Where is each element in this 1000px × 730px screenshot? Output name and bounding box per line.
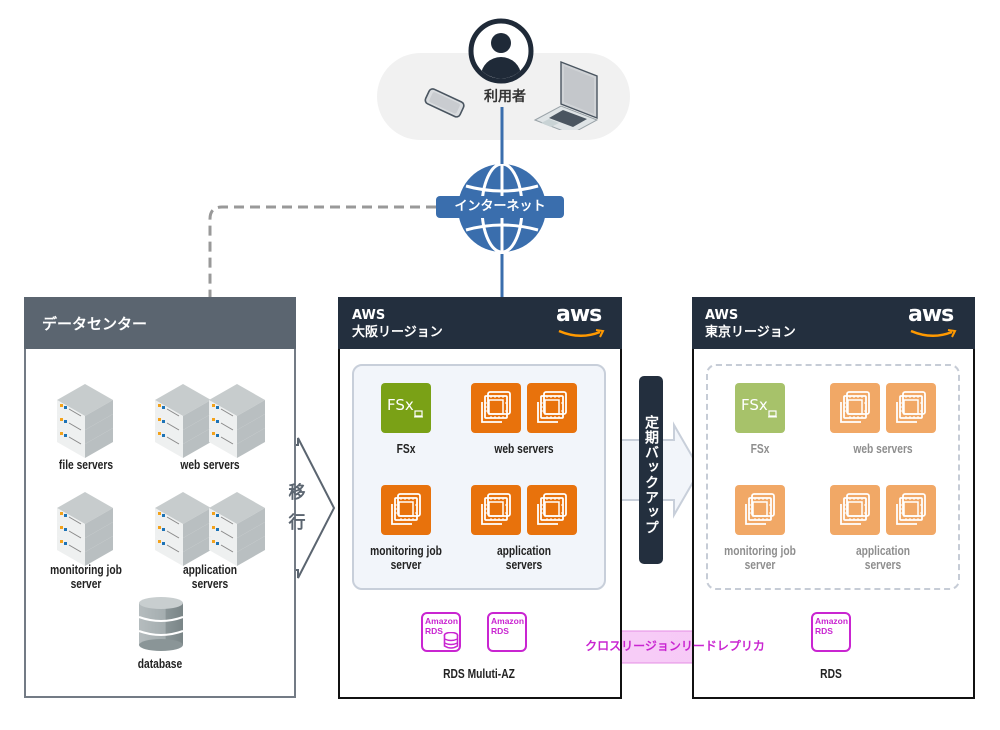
aws-logo-text: aws bbox=[556, 302, 602, 327]
osaka-web-server-ec2-icon bbox=[527, 383, 577, 433]
datacenter-header bbox=[24, 297, 296, 349]
tokyo-web-server-ec2-icon bbox=[886, 383, 936, 433]
fsx-icon-text: FSx bbox=[387, 396, 414, 414]
osaka-application-label-line2: servers bbox=[505, 558, 543, 572]
dc-web-servers-label: web servers bbox=[180, 458, 240, 472]
tokyo-application-label-line2: servers bbox=[864, 558, 902, 572]
osaka-monitoring-label-line2: server bbox=[390, 558, 422, 572]
migration-label: 移 行 bbox=[282, 478, 312, 538]
monitoring-server-icon bbox=[57, 492, 114, 567]
osaka-fsx-icon: FSx bbox=[381, 383, 431, 433]
osaka-web-server-ec2-icon bbox=[471, 383, 521, 433]
aws-logo: aws bbox=[556, 302, 608, 342]
tokyo-vpc-box bbox=[706, 364, 960, 590]
migration-char-1: 移 bbox=[288, 483, 306, 503]
tokyo-monitoring-ec2-icon bbox=[735, 485, 785, 535]
dc-monitoring-label-line1: monitoring job bbox=[50, 563, 122, 577]
tokyo-app-server-ec2-icon bbox=[830, 485, 880, 535]
tokyo-region-title: AWS 東京リージョン bbox=[705, 307, 796, 341]
tokyo-fsx-icon: FSx bbox=[735, 383, 785, 433]
application-server-icon bbox=[209, 492, 266, 567]
tokyo-title-line1: AWS bbox=[705, 308, 739, 323]
tokyo-web-server-ec2-icon bbox=[830, 383, 880, 433]
migration-char-2: 行 bbox=[288, 513, 306, 533]
rds-db-glyph-icon bbox=[443, 632, 459, 649]
laptop-icon bbox=[533, 60, 599, 130]
user-avatar-icon bbox=[468, 18, 534, 84]
tokyo-fsx-label: FSx bbox=[750, 442, 770, 456]
web-server-icon bbox=[155, 384, 212, 459]
backup-label: 定期バックアップ bbox=[639, 376, 663, 564]
osaka-region-title: AWS 大阪リージョン bbox=[352, 307, 443, 341]
aws-smile-icon bbox=[558, 329, 605, 338]
user-label: 利用者 bbox=[484, 89, 526, 105]
application-server-icon bbox=[155, 492, 212, 567]
tokyo-app-server-ec2-icon bbox=[886, 485, 936, 535]
osaka-app-server-ec2-icon bbox=[527, 485, 577, 535]
tokyo-application-label-line1: application bbox=[855, 544, 911, 558]
datacenter-title: データセンター bbox=[42, 315, 148, 333]
smartphone-icon bbox=[424, 88, 465, 118]
dc-database-label: database bbox=[137, 657, 183, 671]
osaka-application-label-line1: application bbox=[496, 544, 552, 558]
osaka-app-server-ec2-icon bbox=[471, 485, 521, 535]
osaka-monitoring-ec2-icon bbox=[381, 485, 431, 535]
aws-logo-text: aws bbox=[908, 302, 954, 327]
osaka-monitoring-label-line1: monitoring job bbox=[370, 544, 442, 558]
web-server-icon bbox=[209, 384, 266, 459]
osaka-rds-label: RDS Muluti-AZ bbox=[443, 667, 515, 681]
osaka-web-servers-label: web servers bbox=[494, 442, 554, 456]
tokyo-title-line2: 東京リージョン bbox=[705, 325, 796, 340]
aws-logo: aws bbox=[908, 302, 960, 342]
dc-application-label-line2: servers bbox=[191, 577, 229, 591]
osaka-fsx-label: FSx bbox=[396, 442, 416, 456]
fsx-icon-text: FSx bbox=[741, 396, 768, 414]
osaka-region-header bbox=[338, 297, 622, 349]
tokyo-web-servers-label: web servers bbox=[853, 442, 913, 456]
osaka-title-line1: AWS bbox=[352, 308, 386, 323]
tokyo-monitoring-label-line1: monitoring job bbox=[724, 544, 796, 558]
aws-smile-icon bbox=[910, 329, 957, 338]
dc-file-servers-label: file servers bbox=[58, 458, 114, 472]
tokyo-monitoring-label-line2: server bbox=[744, 558, 776, 572]
internet-label: インターネット bbox=[436, 196, 564, 218]
tokyo-region-header bbox=[692, 297, 975, 349]
osaka-title-line2: 大阪リージョン bbox=[352, 325, 443, 340]
database-icon bbox=[138, 597, 184, 651]
tokyo-rds-label: RDS bbox=[820, 667, 842, 681]
file-server-icon bbox=[57, 384, 114, 459]
dc-application-label-line1: application bbox=[182, 563, 238, 577]
replica-label: クロスリージョンリードレプリカ bbox=[585, 639, 765, 653]
dc-monitoring-label-line2: server bbox=[70, 577, 102, 591]
